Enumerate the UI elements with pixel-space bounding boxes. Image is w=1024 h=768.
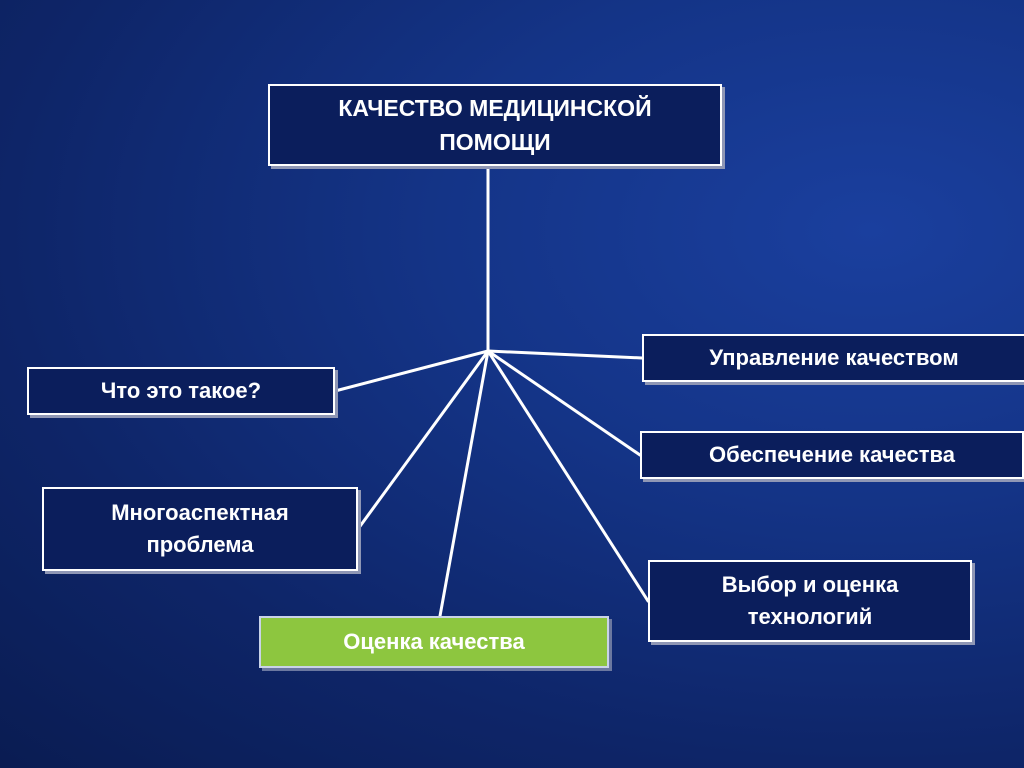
branch-node-quality-assessment-label: Оценка качества [343, 629, 525, 654]
branch-node-technology-choice-line-2: технологий [747, 604, 873, 629]
connector-hub-to-tech [486, 349, 650, 603]
branch-node-multi-aspect-problem: Многоаспектная проблема [42, 487, 358, 571]
connector-hub-to-assess [438, 349, 490, 618]
connector-hub-to-what [333, 349, 490, 393]
branch-node-quality-assessment: Оценка качества [259, 616, 609, 668]
branch-node-quality-management: Управление качеством [642, 334, 1024, 382]
connector-hub-to-manage [486, 349, 644, 360]
branch-node-technology-choice: Выбор и оценка технологий [648, 560, 972, 642]
branch-node-quality-assurance: Обеспечение качества [640, 431, 1024, 479]
branch-node-technology-choice-line-1: Выбор и оценка [721, 572, 899, 597]
branch-node-quality-assurance-label: Обеспечение качества [709, 442, 955, 467]
root-node-line-1: КАЧЕСТВО МЕДИЦИНСКОЙ [338, 95, 652, 121]
connector-hub-to-multi [356, 349, 490, 531]
branch-node-multi-aspect-line-1: Многоаспектная [111, 500, 289, 525]
connector-hub-to-assure [486, 349, 642, 457]
root-node-medical-care-quality: КАЧЕСТВО МЕДИЦИНСКОЙ ПОМОЩИ [268, 84, 722, 166]
branch-node-quality-management-label: Управление качеством [709, 345, 959, 370]
branch-node-what-is-it: Что это такое? [27, 367, 335, 415]
root-node-line-2: ПОМОЩИ [439, 129, 551, 155]
branch-node-what-is-it-label: Что это такое? [100, 378, 262, 403]
branch-node-multi-aspect-line-2: проблема [146, 532, 254, 557]
